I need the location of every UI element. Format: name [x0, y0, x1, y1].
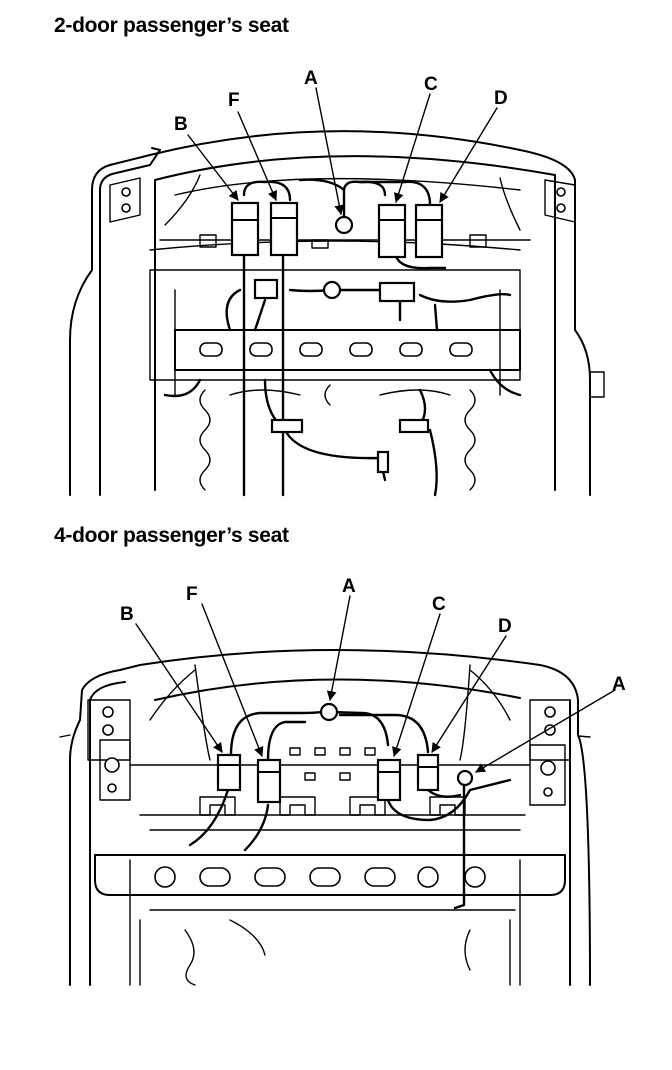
connector-c-4door [376, 758, 402, 802]
figure-1-title: 2-door passenger’s seat [54, 14, 289, 37]
connector-d-4door [416, 753, 440, 792]
callout-a-4door: A [342, 576, 356, 597]
wiring-harness-4door [188, 708, 512, 910]
connector-d [414, 203, 444, 259]
connectors [230, 201, 444, 474]
connector-b-4door [216, 753, 242, 792]
connector-f [269, 201, 299, 257]
callout-b: B [174, 114, 188, 135]
two-door-seat-diagram: B F A C D [69, 68, 605, 497]
figure-2-title: 4-door passenger’s seat [54, 524, 289, 547]
callout-c-4door: C [432, 594, 446, 615]
seat-frame [69, 130, 605, 496]
ground-point-a-right [456, 769, 474, 787]
callout-a: A [304, 68, 318, 89]
connector-b [230, 201, 260, 257]
callout-d-4door: D [498, 616, 512, 637]
ground-point-a-upper [319, 702, 339, 722]
callout-b-4door: B [120, 604, 134, 625]
seat-frame-4door [59, 649, 591, 986]
callout-leaders [187, 87, 498, 215]
callout-f-4door: F [186, 584, 198, 605]
connector-c [377, 203, 407, 259]
callout-c: C [424, 74, 438, 95]
callout-f: F [228, 90, 240, 111]
callout-d: D [494, 88, 508, 109]
connector-f-4door [256, 758, 282, 804]
callout-leaders-4door [135, 595, 616, 773]
callout-a-right-4door: A [612, 674, 626, 695]
connectors-4door [216, 702, 474, 804]
ground-point-a [334, 215, 354, 235]
